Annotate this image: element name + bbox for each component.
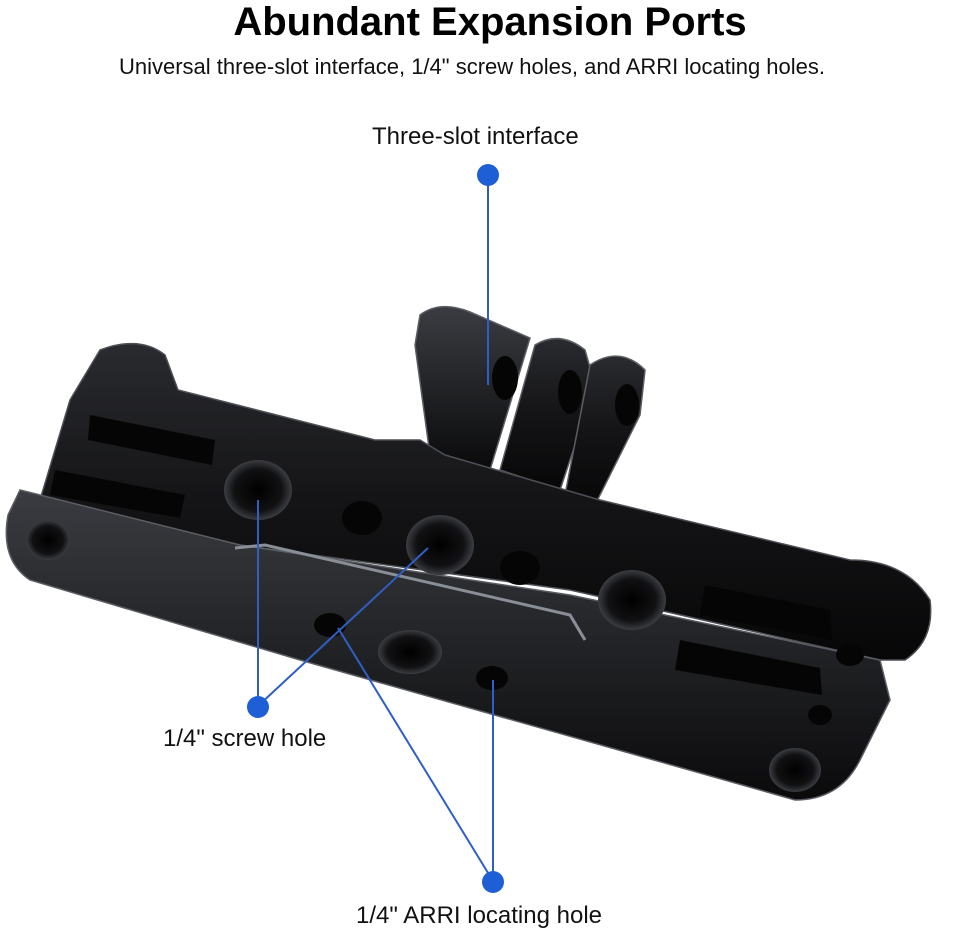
small-hole-1 — [342, 501, 382, 535]
page-subtitle: Universal three-slot interface, 1/4" scr… — [118, 54, 826, 79]
callout-label-three-slot: Three-slot interface — [372, 123, 579, 150]
arri-hole-2 — [476, 666, 508, 690]
callout-dot-three-slot — [477, 164, 499, 186]
screw-hole-2 — [406, 515, 474, 575]
prong-hole-2 — [558, 370, 582, 414]
three-slot-prongs — [414, 306, 646, 506]
callout-label-arri-hole: 1/4" ARRI locating hole — [356, 902, 602, 929]
callout-lines — [257, 177, 494, 882]
prong-hole-1 — [492, 356, 518, 400]
right-slots — [675, 585, 864, 792]
callout-dot-screw-hole — [247, 696, 269, 718]
side-plate-holes — [314, 613, 508, 690]
left-slots — [26, 415, 215, 560]
prong-hole-3 — [615, 384, 639, 426]
callout-dot-arri-hole — [482, 871, 504, 893]
top-plate-holes — [224, 460, 666, 630]
callout-label-screw-hole: 1/4" screw hole — [163, 725, 327, 752]
screw-hole-1 — [224, 460, 292, 520]
screw-hole-3 — [598, 570, 666, 630]
small-hole-2 — [500, 551, 540, 585]
bracket-top-plate — [39, 342, 932, 661]
page-title: Abundant Expansion Ports — [233, 0, 747, 44]
prong-1 — [414, 306, 531, 471]
side-screw-hole — [378, 630, 442, 674]
plate-highlight-edge — [234, 543, 587, 641]
bracket-side-plate — [5, 489, 891, 801]
